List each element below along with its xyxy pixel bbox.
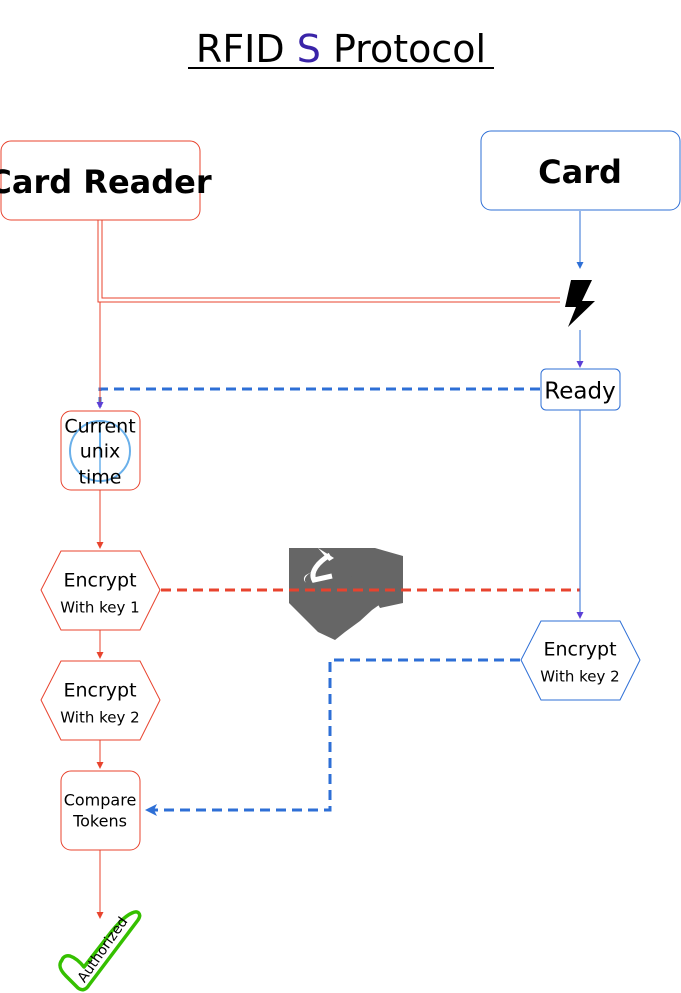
authorized-label: Authorized xyxy=(75,914,132,985)
compare-tokens-label-line2: Tokens xyxy=(72,812,127,831)
clock-icon xyxy=(69,420,131,482)
reader-power-link-inner xyxy=(101,220,560,299)
handshake-icon xyxy=(289,548,403,640)
reader-encrypt-key2-title: Encrypt xyxy=(63,680,136,702)
current-time-label-line3: time xyxy=(79,467,122,489)
checkmark-icon xyxy=(58,910,142,992)
card-reader-box xyxy=(0,140,201,221)
current-time-label-line2: unix xyxy=(80,441,121,463)
current-time-label-line1: Current xyxy=(64,416,135,438)
card-encrypt-key2-hexagon xyxy=(520,620,641,701)
reader-encrypt-key1-title: Encrypt xyxy=(63,570,136,592)
ready-label: Ready xyxy=(544,379,615,405)
title-text: RFID S Protocol xyxy=(196,27,486,71)
compare-tokens-box xyxy=(60,770,141,851)
reader-encrypt-key1-subtitle: With key 1 xyxy=(60,599,139,617)
compare-tokens-label-line1: Compare xyxy=(64,791,137,810)
card-encrypt-key2-title: Encrypt xyxy=(543,639,616,661)
reader-encrypt-key2-hexagon xyxy=(40,660,161,741)
diagram-title: RFID S Protocol xyxy=(188,27,494,71)
card-encrypt-key2-subtitle: With key 2 xyxy=(540,668,619,686)
reader-encrypt-key2-subtitle: With key 2 xyxy=(60,709,139,727)
reader-power-link-outer xyxy=(97,220,560,303)
ready-signal-dashed-link xyxy=(98,387,540,407)
card-reader-label: Card Reader xyxy=(0,163,212,201)
lightning-icon xyxy=(565,280,595,327)
card-box xyxy=(480,130,681,211)
card-label: Card xyxy=(538,153,622,191)
reader-encrypt-key1-hexagon xyxy=(40,550,161,631)
card-token-dashed-link xyxy=(145,658,520,816)
